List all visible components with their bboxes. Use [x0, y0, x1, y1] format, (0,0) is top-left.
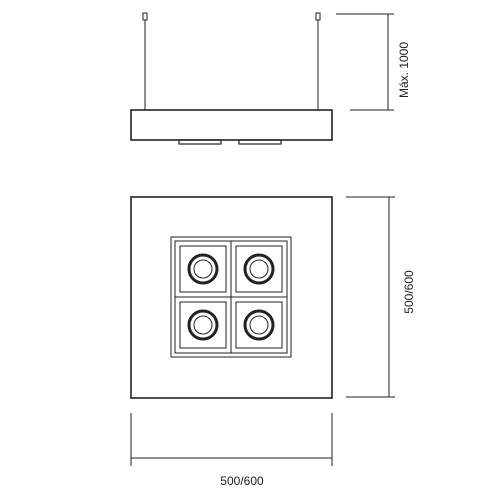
luminaire-outer-frame — [130, 196, 333, 399]
spot-ring-inner — [193, 315, 213, 335]
width-dimension — [130, 413, 333, 466]
spot-ring-outer — [187, 253, 219, 285]
inner-frame-outer — [170, 236, 292, 358]
spot-top-left — [179, 245, 227, 293]
depth-label: 500/600 — [402, 270, 416, 314]
side-view — [130, 12, 333, 145]
spot-ring-outer — [243, 309, 275, 341]
spot-ring-inner — [249, 315, 269, 335]
spot-module-left — [178, 139, 222, 145]
spot-ring-outer — [243, 253, 275, 285]
spot-housing — [235, 245, 283, 293]
spot-housing — [179, 301, 227, 349]
ceiling-anchor-right — [315, 12, 321, 21]
spot-bottom-left — [179, 301, 227, 349]
spot-housing — [179, 245, 227, 293]
plan-view — [130, 196, 333, 399]
height-max-label: Máx. 1000 — [397, 42, 411, 98]
spot-bottom-right — [235, 301, 283, 349]
ceiling-anchor-left — [142, 12, 148, 21]
spot-ring-inner — [249, 259, 269, 279]
spot-module-right — [238, 139, 282, 145]
depth-dimension — [346, 196, 395, 398]
spot-ring-outer — [187, 309, 219, 341]
width-label: 500/600 — [220, 474, 264, 488]
spot-housing — [235, 301, 283, 349]
spot-top-right — [235, 245, 283, 293]
luminaire-body-side — [130, 109, 333, 141]
height-dimension — [336, 13, 394, 111]
spot-ring-inner — [193, 259, 213, 279]
